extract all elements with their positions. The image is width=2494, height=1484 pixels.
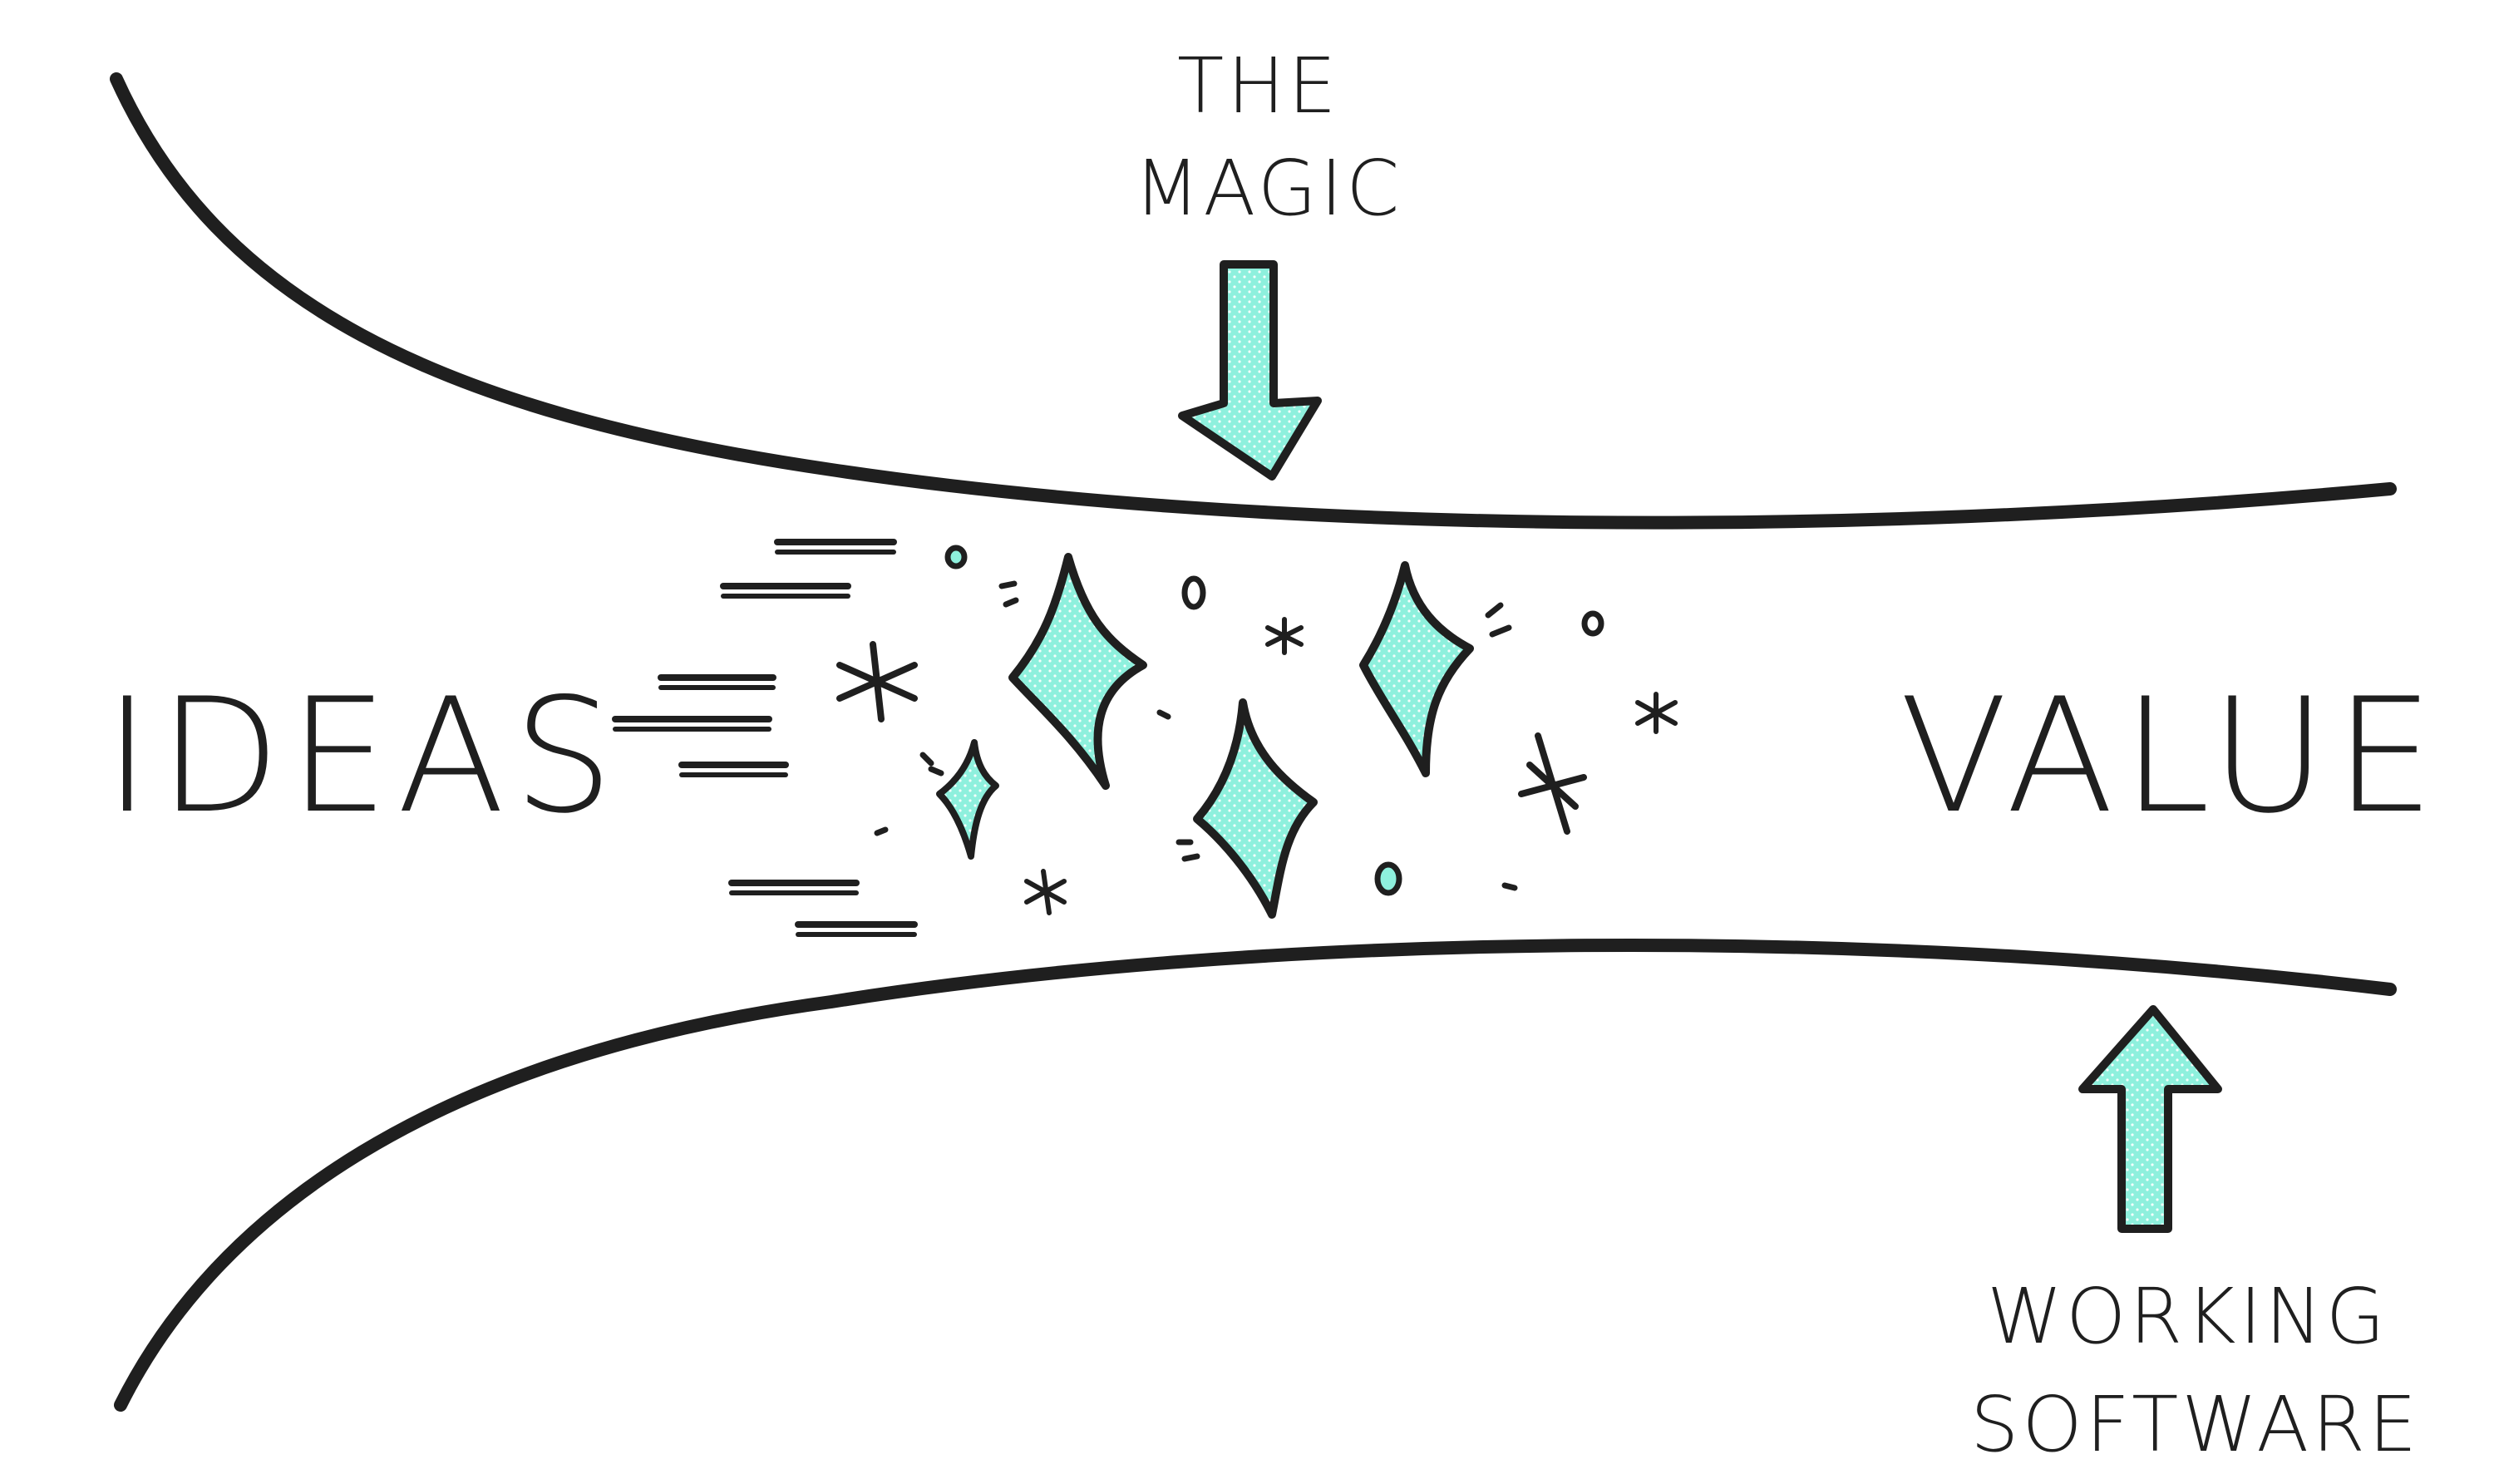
the-magic-label-line2: MAGIC [1134,144,1402,233]
sparkle-icon [1359,561,1474,777]
funnel-bottom-curve [114,938,2397,1412]
asterisks [836,617,1678,915]
working-software-label-line1: WORKING [1987,1272,2388,1361]
sparkle-icon [936,739,999,860]
down-arrow-icon [1178,260,1322,481]
working-software-label-line2: SOFTWARE [1970,1380,2420,1469]
dots [944,545,1604,896]
sparkle-icon [1193,698,1318,919]
speed-lines [612,539,918,937]
asterisk-icon [1635,692,1678,734]
sparkle-icon [1008,553,1147,790]
the-magic-label-line1: THE [1177,42,1340,131]
up-arrow-icon [2078,1005,2222,1233]
funnel-top-curve [110,72,2397,530]
asterisk-icon [1024,869,1067,915]
value-label: VALUE [1900,664,2442,848]
sparkles [936,553,1474,919]
tiny-dashes [874,580,1518,891]
asterisk-icon [1265,617,1304,655]
asterisk-icon [1518,732,1587,835]
ideas-label: IDEAS [104,664,622,848]
asterisk-icon [836,641,918,722]
